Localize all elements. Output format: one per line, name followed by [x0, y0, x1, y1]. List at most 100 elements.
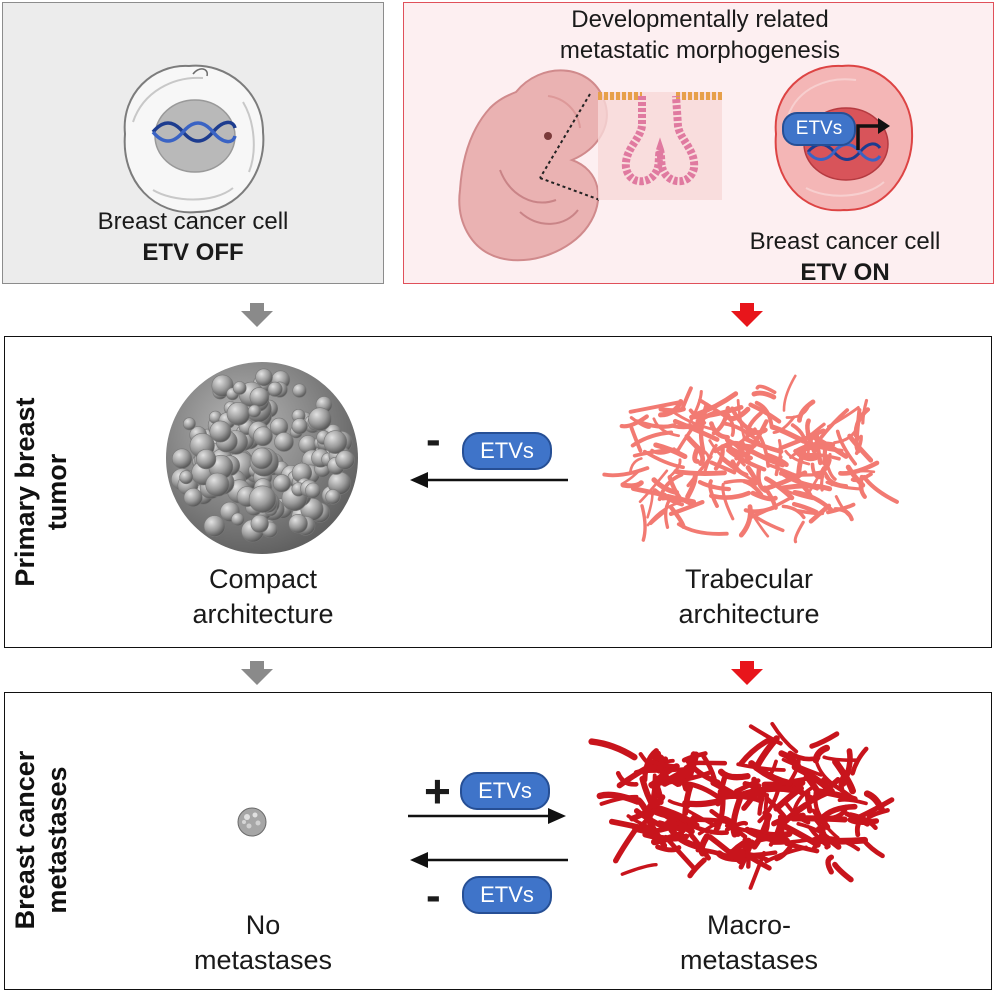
network-branch	[793, 520, 805, 544]
compact-ball	[205, 472, 230, 497]
network-branch	[738, 848, 772, 871]
compact-ball	[267, 381, 283, 397]
network-branch	[688, 832, 711, 861]
network-branch	[833, 423, 860, 445]
network-branch	[685, 474, 698, 500]
network-branch	[837, 797, 868, 806]
network-branch	[620, 863, 658, 876]
network-branch	[668, 499, 705, 517]
network-branch	[657, 820, 683, 827]
network-branch	[825, 804, 849, 822]
network-branch	[751, 390, 777, 400]
compact-ball	[335, 450, 355, 470]
compact-ball	[231, 512, 245, 526]
network-branch	[854, 434, 863, 455]
network-branch	[721, 458, 760, 486]
network-branch	[717, 768, 751, 781]
network-branch	[821, 777, 854, 800]
network-branch	[668, 458, 682, 479]
etv-on-cell-badge: ETVs	[782, 112, 856, 146]
primary-minus-sign: -	[426, 415, 441, 464]
network-branch	[628, 457, 643, 474]
network-branch	[651, 477, 680, 496]
network-branch	[688, 389, 703, 425]
network-branch	[780, 483, 833, 492]
network-branch	[656, 754, 665, 774]
network-branch	[847, 817, 880, 825]
network-branch	[599, 794, 639, 806]
morphogenesis-title-line1: Developmentally related	[571, 6, 829, 33]
network-branch	[709, 421, 730, 440]
network-branch	[803, 773, 821, 796]
network-branch	[632, 448, 678, 458]
compact-ball	[183, 487, 203, 507]
network-branch	[646, 775, 661, 811]
network-branch	[684, 433, 706, 456]
etv-off-caption: Breast cancer cell ETV OFF	[40, 206, 346, 268]
compact-ball	[305, 482, 321, 499]
network-branch	[812, 744, 830, 764]
network-branch	[697, 480, 732, 492]
network-branch	[663, 834, 696, 870]
network-branch	[588, 738, 638, 761]
network-branch	[738, 737, 773, 767]
network-branch	[711, 405, 731, 436]
network-branch	[652, 417, 680, 438]
network-branch	[660, 495, 694, 507]
network-branch	[661, 771, 694, 787]
network-branch	[742, 837, 751, 869]
network-branch	[811, 836, 869, 845]
network-branch	[655, 806, 695, 835]
network-branch	[676, 522, 729, 536]
compact-ball	[232, 381, 247, 395]
compact-ball	[250, 514, 269, 533]
network-branch	[658, 406, 686, 414]
network-branch	[699, 402, 709, 429]
network-branch	[779, 472, 825, 477]
network-branch	[827, 406, 860, 429]
network-branch	[790, 790, 833, 817]
network-branch	[680, 386, 693, 410]
trabecular-caption-line2: architecture	[678, 599, 820, 629]
metastases-plus-etvs-pill: ETVs	[460, 772, 550, 810]
network-branch	[805, 432, 849, 459]
network-branch	[737, 442, 786, 468]
primary-tumor-panel	[4, 336, 992, 648]
network-branch	[648, 774, 668, 788]
network-branch	[719, 815, 741, 837]
network-branch	[812, 808, 831, 831]
network-branch	[602, 466, 650, 478]
network-branch	[784, 449, 811, 466]
network-branch	[791, 501, 819, 515]
network-branch	[797, 399, 816, 423]
network-branch	[715, 776, 727, 807]
network-branch	[778, 750, 803, 772]
network-branch	[774, 439, 782, 469]
compact-ball	[323, 430, 348, 454]
network-branch	[771, 812, 806, 827]
compact-ball	[308, 407, 332, 431]
compact-ball	[251, 447, 273, 470]
metastases-plus-sign: +	[424, 765, 451, 817]
network-branch	[730, 406, 755, 433]
etv-off-caption-line2: ETV OFF	[142, 239, 244, 266]
compact-caption-line1: Compact	[208, 564, 318, 594]
trabecular-caption-line1: Trabecular	[684, 564, 814, 594]
compact-ball	[292, 383, 307, 398]
no-metastases-caption-line1: No	[245, 910, 281, 940]
no-metastases-caption: No metastases	[130, 908, 396, 978]
network-branch	[629, 416, 651, 429]
network-branch	[709, 460, 737, 475]
metastases-minus-sign: -	[426, 871, 441, 920]
network-branch	[821, 467, 834, 487]
network-branch	[790, 423, 806, 439]
compact-ball	[209, 420, 232, 443]
network-branch	[757, 788, 780, 824]
compact-ball	[248, 404, 262, 418]
morphogenesis-title-line2: metastatic morphogenesis	[559, 37, 841, 64]
